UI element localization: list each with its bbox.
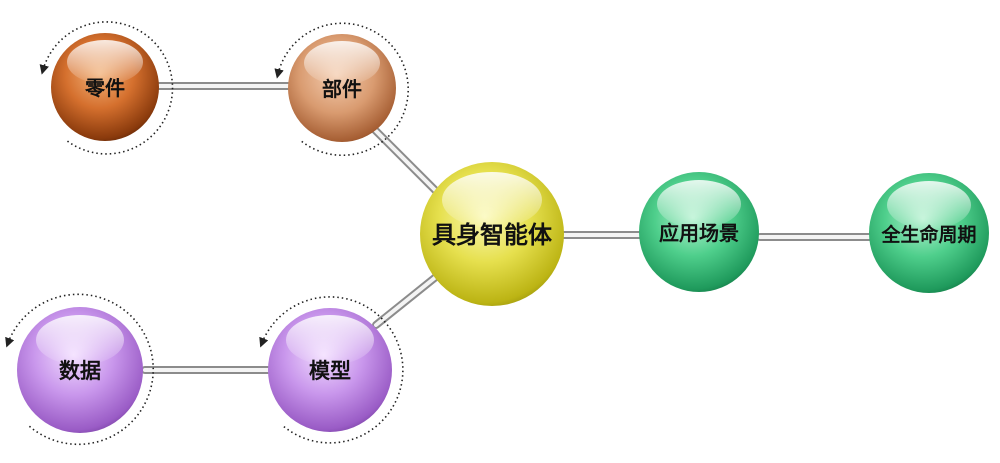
orbit-arc-shuju	[5, 293, 155, 446]
node-label-center: 具身智能体	[432, 221, 553, 249]
connector-bujian-center	[359, 114, 444, 199]
node-bujian: 部件	[288, 34, 396, 142]
node-label-shengming: 全生命周期	[880, 223, 976, 246]
orbit-arc-moxing	[259, 296, 404, 444]
connectors	[141, 82, 879, 374]
node-lingjian: 零件	[51, 33, 159, 141]
orbit-arc-lingjian	[39, 21, 174, 155]
node-label-yingyong: 应用场景	[659, 221, 739, 245]
node-center: 具身智能体	[420, 162, 564, 306]
node-yingyong: 应用场景	[639, 172, 759, 292]
node-label-bujian: 部件	[322, 77, 362, 101]
node-label-moxing: 模型	[309, 359, 351, 383]
orbit-arcs	[5, 21, 409, 446]
node-label-lingjian: 零件	[84, 76, 125, 100]
node-shengming: 全生命周期	[869, 173, 989, 293]
node-shuju: 数据	[17, 307, 143, 433]
orbit-arc-bujian	[274, 22, 409, 157]
node-label-shuju: 数据	[59, 359, 101, 383]
node-moxing: 模型	[268, 308, 392, 432]
